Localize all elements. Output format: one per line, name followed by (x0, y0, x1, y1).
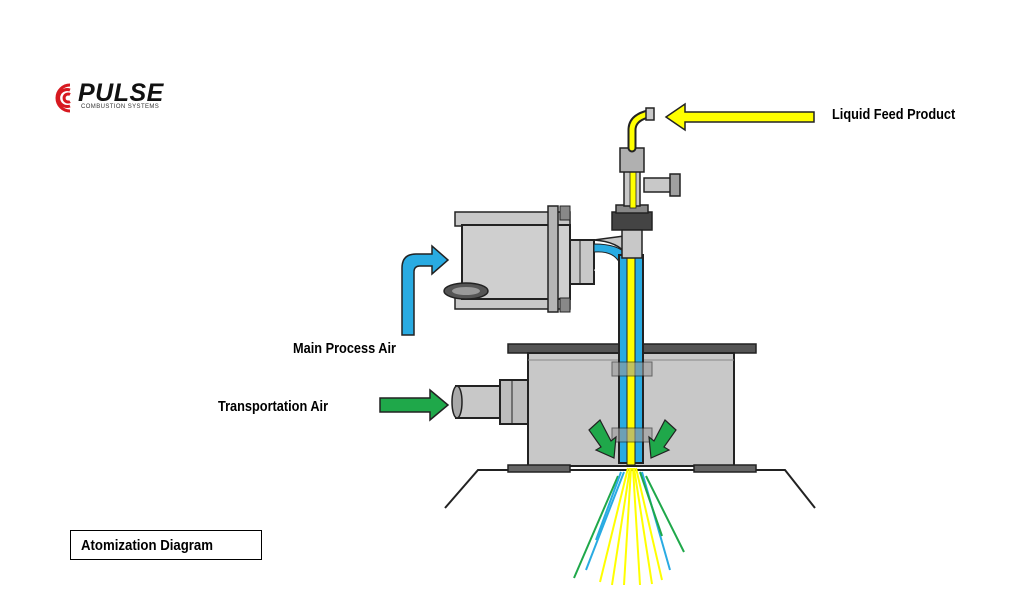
process-air-bolt-plate (547, 205, 559, 313)
liquid-feed-arrow (664, 102, 815, 132)
logo-subtitle: COMBUSTION SYSTEMS (81, 104, 160, 110)
pulse-logo: PULSE COMBUSTION SYSTEMS (48, 79, 173, 114)
nozzle-air-arrow-left (588, 419, 617, 459)
feed-pipe-upper (621, 229, 643, 259)
diagram-title-box: Atomization Diagram (70, 530, 262, 560)
housing-foot-right (693, 464, 757, 473)
atomized-spray (573, 467, 685, 586)
transport-inlet-collar (499, 379, 529, 425)
logo-mark-icon (55, 83, 71, 113)
diagram-title: Atomization Diagram (81, 537, 214, 554)
transportation-air-arrow (379, 388, 450, 422)
process-air-collar (569, 239, 595, 285)
main-process-air-arrow (401, 244, 450, 336)
main-process-air-label: Main Process Air (293, 340, 396, 357)
transportation-air-label: Transportation Air (218, 398, 329, 415)
logo-wordmark: PULSE (78, 79, 164, 107)
feed-fitting-nut (611, 211, 653, 231)
nozzle-air-arrow-right (648, 419, 677, 459)
housing-foot-left (507, 464, 571, 473)
liquid-feed-label: Liquid Feed Product (832, 106, 956, 123)
